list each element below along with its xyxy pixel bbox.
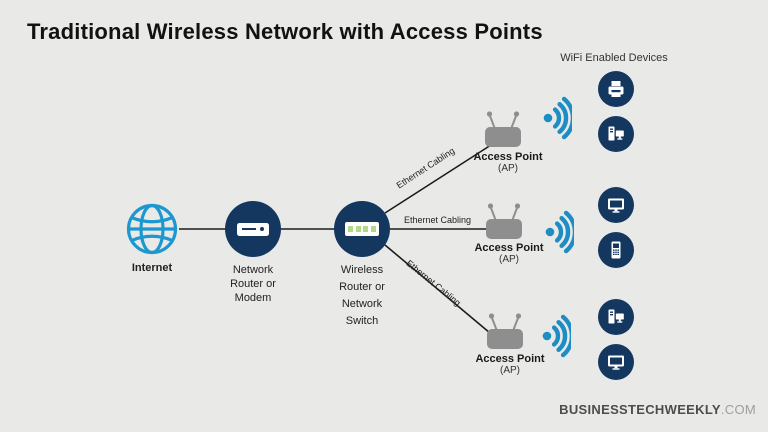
watermark-tld: .COM (720, 402, 756, 417)
wifi-signal-icon-1 (543, 96, 572, 140)
access-point-sublabel-3: (AP) (500, 365, 520, 376)
line-switch-ap1 (384, 144, 492, 214)
router-label: Network Router or Modem (230, 264, 276, 304)
access-point-icon-3 (487, 313, 523, 349)
network-router-node (225, 201, 281, 257)
line-switch-ap3 (384, 244, 491, 334)
modem-icon (237, 222, 269, 236)
watermark-brand: BUSINESSTECHWEEKLY (559, 402, 721, 417)
device-printer (598, 71, 634, 107)
access-point-sublabel-2: (AP) (499, 254, 519, 265)
desktop-computer-icon (608, 309, 624, 324)
monitor-icon (608, 198, 624, 213)
printer-icon (608, 81, 624, 97)
access-point-label-3: Access Point (475, 353, 545, 365)
access-point-sublabel-1: (AP) (498, 163, 518, 174)
internet-label: Internet (131, 262, 173, 274)
device-monitor (598, 187, 634, 223)
switch-icon (345, 222, 379, 236)
wifi-signal-icon-2 (545, 210, 574, 254)
device-mobile-phone (598, 232, 634, 268)
page-title: Traditional Wireless Network with Access… (27, 19, 543, 44)
cable-label-2: Ethernet Cabling (404, 215, 472, 225)
devices-heading: WiFi Enabled Devices (560, 52, 668, 64)
device-desktop-computer (598, 116, 634, 152)
wifi-signal-icon-3 (542, 314, 571, 358)
access-point-label-2: Access Point (474, 242, 544, 254)
device-monitor-2 (598, 344, 634, 380)
switch-label: Wireless Router or Network Switch (339, 264, 385, 327)
access-point-icon-2 (486, 203, 522, 239)
network-switch-node (334, 201, 390, 257)
globe-icon (126, 203, 178, 255)
access-point-icon-1 (485, 111, 521, 147)
mobile-phone-icon (611, 241, 621, 259)
device-desktop-computer-2 (598, 299, 634, 335)
watermark: BUSINESSTECHWEEKLY.COM (559, 402, 756, 417)
desktop-computer-icon (608, 126, 624, 141)
monitor-icon (608, 355, 624, 370)
access-point-label-1: Access Point (473, 151, 543, 163)
